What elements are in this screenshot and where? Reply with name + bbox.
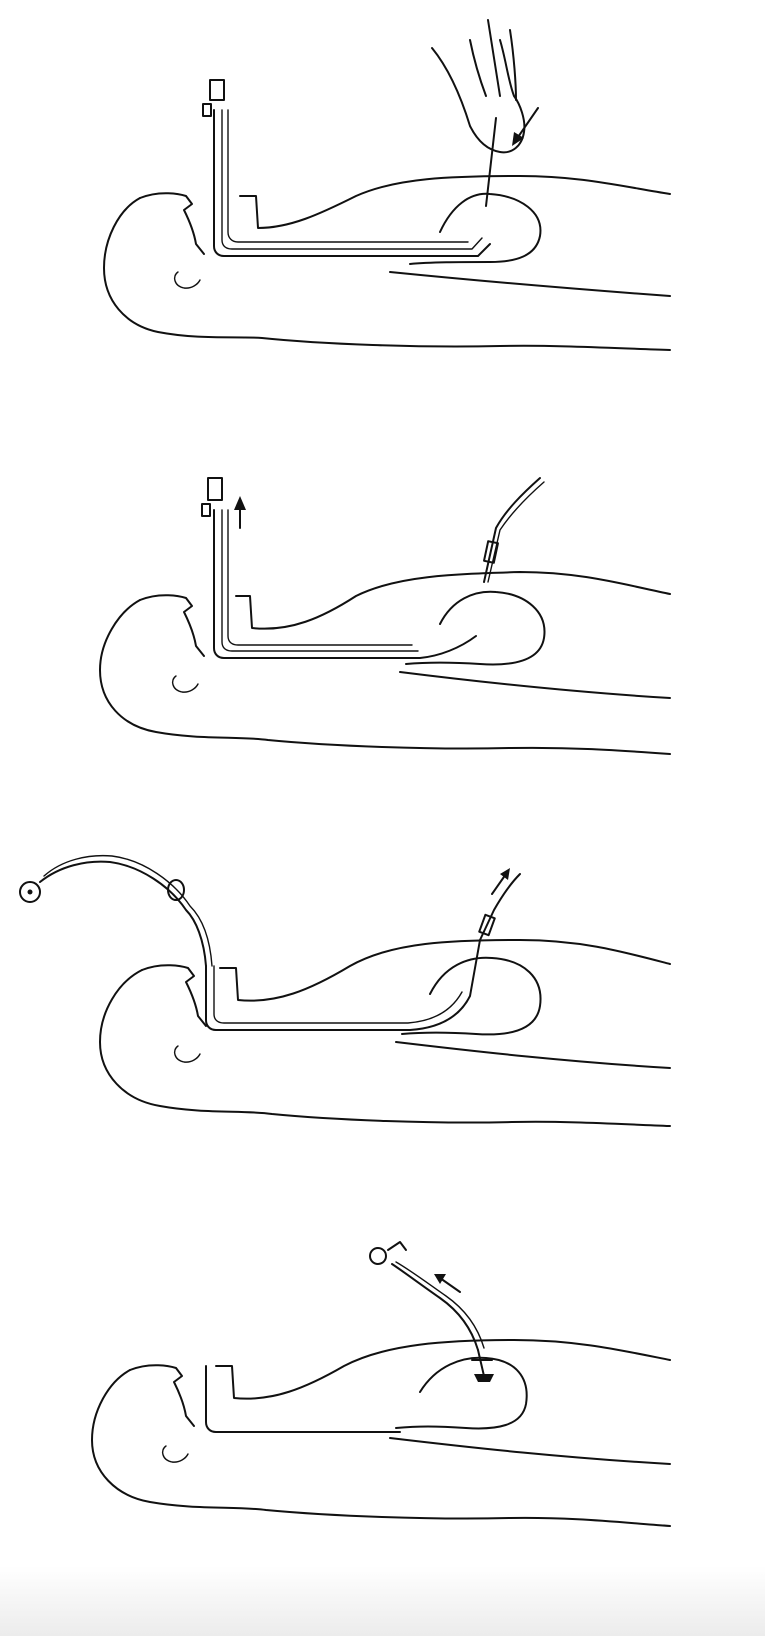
torso-lower-line	[396, 1042, 670, 1068]
pull-arrow-head	[500, 868, 510, 880]
stomach-outline	[396, 1358, 527, 1429]
catheter-connector	[370, 1248, 386, 1264]
guide-wire-2	[488, 482, 544, 582]
panel-2	[100, 478, 670, 754]
stomach-outline	[406, 592, 544, 665]
push-arrow-head	[512, 132, 524, 146]
ear	[175, 272, 200, 288]
ear	[163, 1446, 188, 1462]
torso-lower-line	[390, 1438, 670, 1464]
external-tube	[40, 862, 206, 966]
removed-catheter	[392, 1264, 478, 1350]
patient-outline	[100, 970, 670, 1126]
face-profile	[130, 1365, 194, 1426]
remove-arrow	[440, 1278, 460, 1292]
endoscope-tube-inner-2	[228, 510, 412, 645]
ear	[173, 676, 198, 692]
torso-lower-line	[390, 272, 670, 296]
panel-4	[92, 1242, 670, 1526]
face-profile	[142, 965, 206, 1026]
withdraw-arrow-head	[234, 496, 246, 510]
gastrostomy-tube	[206, 940, 480, 1030]
endoscope-tube	[214, 110, 490, 256]
pull-arrow	[492, 874, 506, 894]
tube-connector-port	[28, 890, 33, 895]
needle	[486, 118, 496, 206]
airway-outline	[240, 176, 670, 228]
peg-bumper	[474, 1374, 494, 1382]
endoscope-valve	[202, 504, 210, 516]
bottom-fade	[0, 1566, 765, 1636]
face-profile	[140, 595, 204, 656]
airway-outline	[236, 572, 670, 629]
stomach-outline	[402, 958, 541, 1035]
hand-icon	[432, 20, 524, 152]
gastrostomy-tube-inner	[214, 966, 462, 1023]
torso-lower-line	[400, 672, 670, 698]
panel-1	[104, 20, 670, 350]
panel-3	[20, 856, 670, 1126]
remove-arrow-head	[434, 1274, 446, 1284]
endoscope-valve	[203, 104, 211, 116]
stomach-outline	[410, 194, 540, 264]
airway-outline	[220, 940, 670, 1001]
endoscope-tube	[214, 510, 476, 658]
endoscope-tube-inner-2	[228, 110, 468, 242]
catheter-tip	[388, 1242, 406, 1250]
face-profile	[140, 193, 204, 254]
patient-outline	[100, 600, 670, 754]
endoscope-handle	[208, 478, 222, 500]
endoscope-tube-inner	[222, 510, 418, 651]
endoscope-handle	[210, 80, 224, 100]
peg-site	[472, 1350, 492, 1376]
ear	[175, 1046, 200, 1062]
